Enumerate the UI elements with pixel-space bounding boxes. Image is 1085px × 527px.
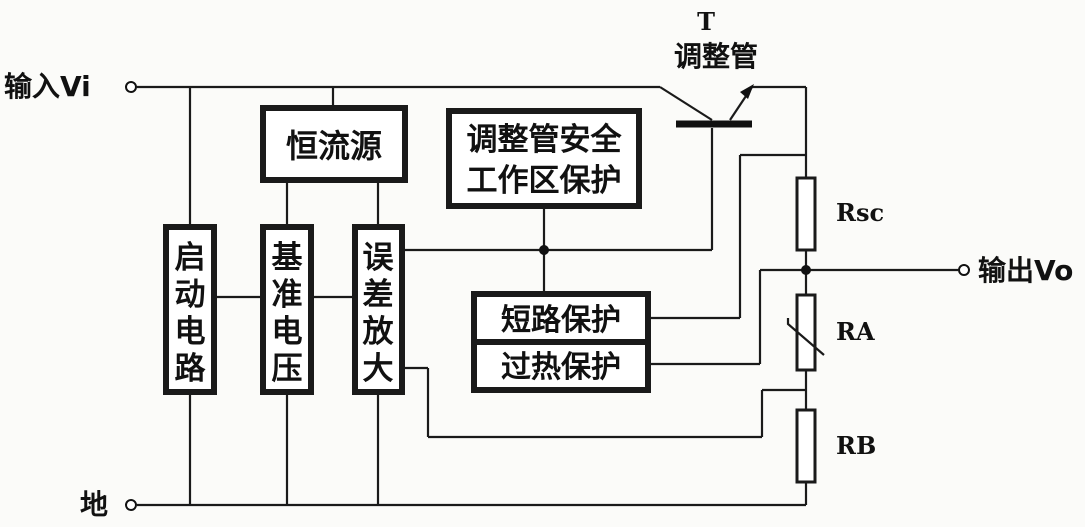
reference-block <box>260 224 314 395</box>
emitter-arrow-icon <box>740 84 754 99</box>
reference-char: 压 <box>272 351 303 387</box>
rb-resistor <box>795 408 817 484</box>
junctions <box>125 81 970 511</box>
soa-protect-block <box>446 108 642 209</box>
transistor-name-label: 调整管 <box>674 40 758 73</box>
error-amp-char: 误 <box>363 240 395 276</box>
transistor-symbol <box>676 84 754 128</box>
junction-dot <box>539 245 549 255</box>
startup-char: 路 <box>175 351 207 387</box>
output-terminal <box>958 264 970 276</box>
startup-block <box>163 224 217 395</box>
thermal-protect-block <box>471 339 651 393</box>
ra-resistor <box>795 293 817 372</box>
reference-char: 准 <box>272 277 303 313</box>
collector-wire <box>659 86 713 121</box>
output-label: 输出Vo <box>978 254 1073 287</box>
short-protect-block <box>471 291 651 345</box>
input-label: 输入Vi <box>4 70 91 103</box>
soa-protect-label-2: 工作区保护 <box>467 163 622 199</box>
thermal-protect-label: 过热保护 <box>501 350 621 385</box>
startup-char: 启 <box>175 240 206 276</box>
startup-char: 动 <box>175 277 206 313</box>
error-amp-block <box>352 224 405 395</box>
reference-char: 电 <box>272 314 303 350</box>
rb-label: RB <box>836 431 876 460</box>
constant-current-block <box>260 105 408 183</box>
output-junction-dot <box>801 265 811 275</box>
error-amp-char: 放 <box>362 314 395 350</box>
error-amp-char: 大 <box>363 351 394 387</box>
reference-char: 基 <box>272 240 303 276</box>
ra-label: RA <box>836 317 875 346</box>
error-amp-char: 差 <box>363 277 394 313</box>
input-terminal <box>125 81 137 93</box>
ra-adjust-arrow-icon <box>786 318 825 356</box>
constant-current-label: 恒流源 <box>286 127 382 165</box>
ground-label: 地 <box>80 488 108 521</box>
transistor-symbol-label: T <box>697 7 715 36</box>
short-protect-label: 短路保护 <box>501 303 621 338</box>
startup-char: 电 <box>175 314 206 350</box>
ground-terminal <box>125 499 137 511</box>
rsc-label: Rsc <box>836 198 884 227</box>
soa-protect-label-1: 调整管安全 <box>467 122 623 158</box>
rsc-resistor <box>795 176 817 252</box>
